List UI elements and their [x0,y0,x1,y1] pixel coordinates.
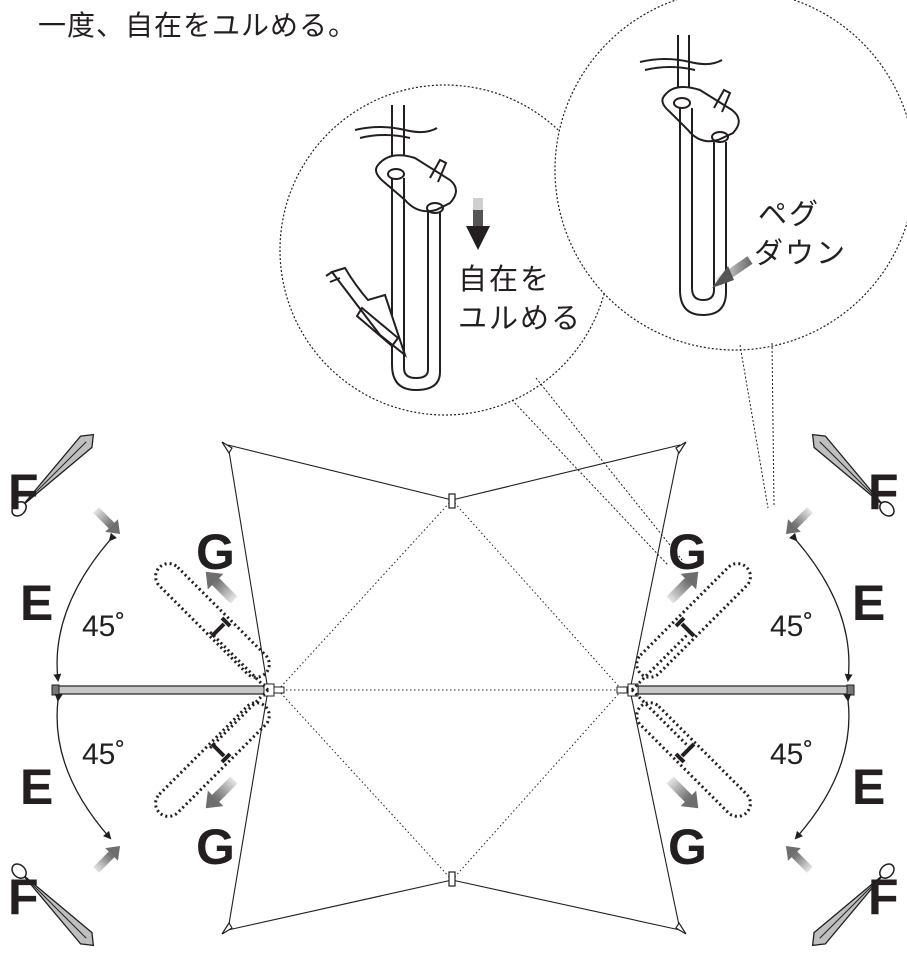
angle-label-top-right: 45˚ [770,610,814,643]
angle-label-top-left: 45˚ [82,610,126,643]
angle-label-bottom-left: 45˚ [82,738,126,771]
label-e-bottom-right: E [852,759,886,815]
tensioner-loosen-illustration [325,105,457,392]
pole-right [616,683,855,697]
peg-bottom-left [11,863,95,947]
peg-bottom-right [811,863,895,947]
callout-right-text: ペグ ダウン [754,195,847,273]
angle-arcs [53,532,853,840]
callout-left-line1: 自在を [458,262,552,296]
corner-loops [221,441,687,935]
peg-arrows [93,507,813,873]
label-f-top-left: F [8,464,39,520]
label-f-bottom-left: F [8,869,39,925]
label-f-top-right: F [868,464,899,520]
label-g-bottom-left: G [196,819,235,875]
callout-right-line2: ダウン [754,236,848,271]
instruction-title: 一度、自在をユルめる。 [38,9,358,42]
label-g-top-right: G [668,524,707,580]
pole-left [51,683,285,697]
tent-outline [227,444,681,931]
label-f-bottom-right: F [868,869,899,925]
peg-top-right [811,433,895,517]
label-e-top-right: E [852,575,886,631]
label-e-top-left: E [20,575,54,631]
peg-down-arrow [712,256,753,288]
tension-arrows [205,571,699,809]
peg-top-left [11,433,95,517]
down-arrow [466,198,490,250]
guyline-guides [208,630,692,750]
callout-circle-right [554,0,907,509]
tent-inner-dotted [277,499,623,881]
peg-down-illustration [639,35,740,317]
tensioner-marks [210,616,696,764]
callout-left-line2: ユルめる [458,301,583,336]
callout-right-line1: ペグ [758,197,821,231]
label-g-bottom-right: G [668,819,707,875]
angle-label-bottom-right: 45˚ [770,738,814,771]
label-e-bottom-left: E [20,759,54,815]
callout-left-text: 自在を ユルめる [458,260,582,338]
label-g-top-left: G [196,524,235,580]
